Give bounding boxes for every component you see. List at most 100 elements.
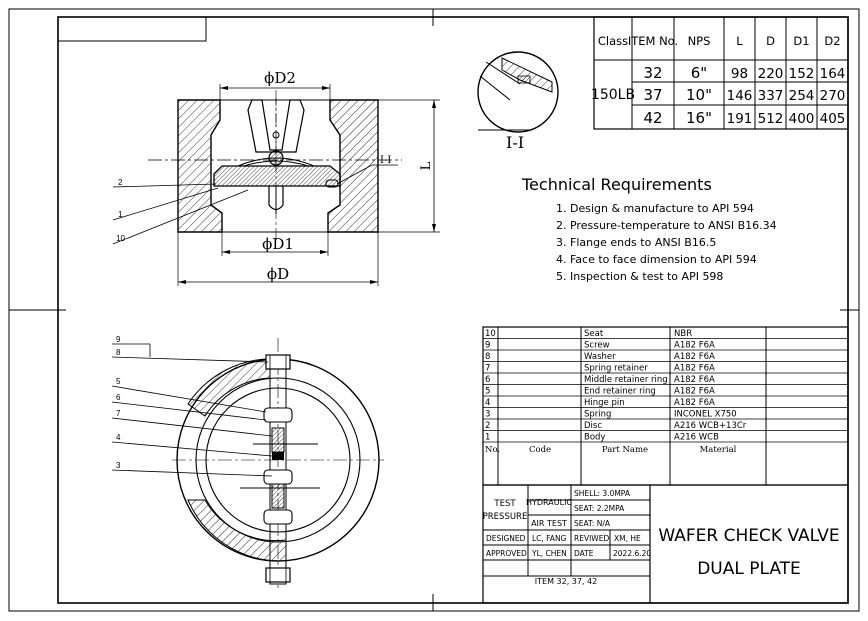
part-no: 6 bbox=[485, 375, 490, 385]
dim-l-label: L bbox=[419, 161, 434, 170]
part-material: A182 F6A bbox=[674, 352, 715, 362]
callout-1: 1 bbox=[118, 210, 123, 219]
table-header-cell: L bbox=[736, 34, 743, 48]
part-name: Screw bbox=[584, 341, 610, 351]
part-name: Hinge pin bbox=[584, 398, 625, 408]
callout-5: 5 bbox=[116, 377, 121, 386]
title-block: TEST PRESSURE HYDRAULIC AIR TEST SHELL: … bbox=[482, 484, 849, 604]
test-label-2: PRESSURE bbox=[483, 512, 528, 522]
body-left-section bbox=[177, 99, 223, 233]
reviewed-label: REVIWED bbox=[574, 534, 609, 543]
date-value: 2022.6.20 bbox=[613, 549, 651, 558]
designed-label: DESIGNED bbox=[486, 534, 526, 543]
dim-d2-label: ϕD2 bbox=[264, 69, 296, 87]
table-cell: 42 bbox=[643, 109, 662, 127]
part-material: A182 F6A bbox=[674, 387, 715, 397]
class-value: 150LB bbox=[591, 87, 635, 103]
test-label-1: TEST bbox=[493, 499, 516, 509]
drawing-title-line2: DUAL PLATE bbox=[697, 559, 801, 579]
part-name: Middle retainer ring bbox=[584, 375, 668, 385]
body-right-section bbox=[327, 99, 379, 233]
callout-8: 8 bbox=[116, 348, 121, 357]
requirement-item: 5. Inspection & test to API 598 bbox=[556, 270, 723, 283]
table-header-cell: Class bbox=[598, 34, 628, 48]
part-name: Body bbox=[584, 433, 605, 443]
section-view: ϕD2 ϕD1 ϕD L I-I 2 1 bbox=[112, 69, 440, 286]
part-material: INCONEL X750 bbox=[674, 410, 737, 420]
parts-header-no: No. bbox=[485, 445, 500, 455]
callout-2: 2 bbox=[118, 178, 123, 187]
front-body-hatch-top bbox=[187, 358, 279, 417]
table-cell: 191 bbox=[727, 111, 753, 127]
table-cell: 16" bbox=[686, 109, 712, 127]
table-cell: 400 bbox=[789, 111, 815, 127]
part-material: A216 WCB+13Cr bbox=[674, 421, 747, 431]
part-no: 7 bbox=[485, 364, 490, 374]
requirement-item: 1. Design & manufacture to API 594 bbox=[556, 202, 754, 215]
dim-d-label: ϕD bbox=[267, 265, 289, 283]
dim-d1-label: ϕD1 bbox=[262, 235, 294, 253]
reviewed-by: XM, HE bbox=[614, 534, 641, 543]
dimension-d: ϕD bbox=[177, 232, 379, 286]
part-no: 3 bbox=[485, 410, 490, 420]
parts-header-name: Part Name bbox=[602, 445, 648, 455]
section-ref-label: I-I bbox=[380, 155, 391, 166]
table-cell: 6" bbox=[691, 64, 707, 82]
part-material: A182 F6A bbox=[674, 398, 715, 408]
section-detail: I-I bbox=[477, 51, 559, 152]
hydraulic-label: HYDRAULIC bbox=[526, 498, 572, 507]
callout-3: 3 bbox=[116, 461, 121, 470]
requirements-title: Technical Requirements bbox=[521, 175, 712, 194]
part-name: End retainer ring bbox=[584, 387, 656, 397]
table-cell: 32 bbox=[643, 64, 662, 82]
part-material: A182 F6A bbox=[674, 364, 715, 374]
approved-label: APPROVED bbox=[486, 549, 527, 558]
table-cell: 254 bbox=[789, 88, 815, 104]
requirement-item: 3. Flange ends to ANSI B16.5 bbox=[556, 236, 716, 249]
part-name: Washer bbox=[584, 352, 616, 362]
part-material: A182 F6A bbox=[674, 375, 715, 385]
part-no: 5 bbox=[485, 387, 490, 397]
part-name: Seat bbox=[584, 329, 604, 339]
part-no: 9 bbox=[485, 341, 490, 351]
seat-hydraulic: SEAT: 2.2MPA bbox=[574, 504, 625, 513]
table-cell: 405 bbox=[820, 111, 846, 127]
parts-header-material: Material bbox=[700, 445, 737, 455]
part-no: 8 bbox=[485, 352, 490, 362]
table-header-cell: NPS bbox=[688, 34, 711, 48]
table-header-cell: D1 bbox=[793, 34, 809, 48]
callout-7: 7 bbox=[116, 409, 121, 418]
callout-9: 9 bbox=[116, 335, 121, 344]
dimension-d2: ϕD2 bbox=[219, 69, 331, 100]
table-header-cell: D2 bbox=[824, 34, 840, 48]
callout-4: 4 bbox=[116, 433, 121, 442]
drawing-title-line1: WAFER CHECK VALVE bbox=[658, 526, 839, 546]
disc bbox=[213, 165, 341, 187]
parts-header-code: Code bbox=[529, 445, 551, 455]
dimension-l: L bbox=[378, 99, 440, 233]
table-cell: 220 bbox=[758, 66, 784, 82]
designed-by: LC, FANG bbox=[532, 534, 567, 543]
callout-6: 6 bbox=[116, 393, 121, 402]
part-material: NBR bbox=[674, 329, 692, 339]
table-cell: 146 bbox=[727, 88, 753, 104]
seat-air: SEAT: N/A bbox=[574, 519, 611, 528]
items-label: ITEM 32, 37, 42 bbox=[535, 577, 597, 586]
requirement-item: 2. Pressure-temperature to ANSI B16.34 bbox=[556, 219, 777, 232]
part-no: 1 bbox=[485, 433, 490, 443]
part-material: A216 WCB bbox=[674, 433, 719, 443]
table-header-cell: ITEM No. bbox=[628, 34, 678, 48]
table-cell: 10" bbox=[686, 86, 712, 104]
part-no: 4 bbox=[485, 398, 490, 408]
part-no: 2 bbox=[485, 421, 490, 431]
approved-by: YL, CHEN bbox=[531, 549, 567, 558]
technical-requirements: Technical Requirements 1. Design & manuf… bbox=[521, 175, 777, 283]
part-name: Spring bbox=[584, 410, 611, 420]
part-material: A182 F6A bbox=[674, 341, 715, 351]
part-no: 10 bbox=[485, 329, 496, 339]
table-cell: 37 bbox=[643, 86, 662, 104]
part-name: Disc bbox=[584, 421, 602, 431]
